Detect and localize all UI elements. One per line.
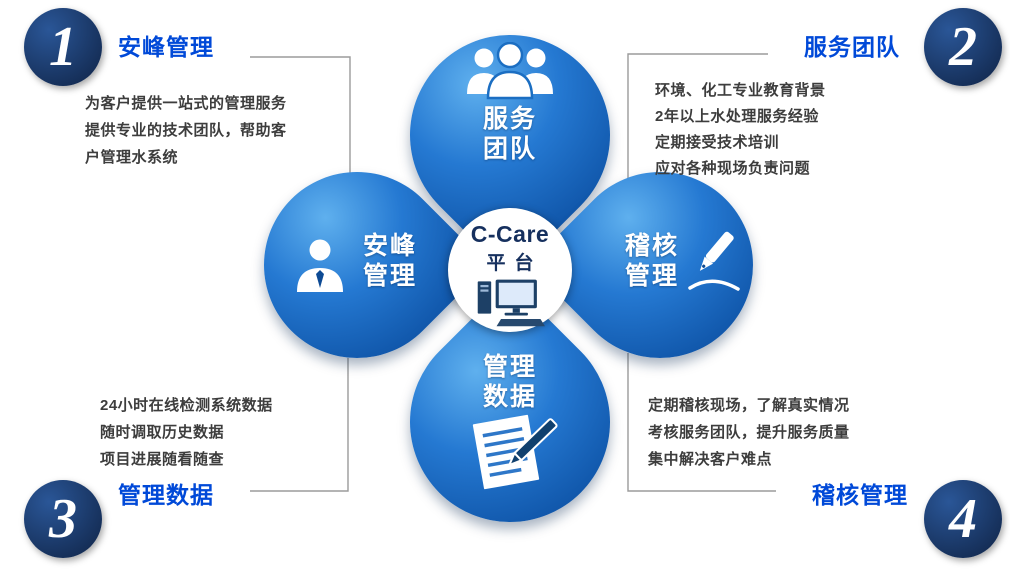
petal-label-anfeng-management: 安峰 管理 bbox=[350, 231, 430, 291]
description-line: 考核服务团队，提升服务质量 bbox=[648, 424, 850, 441]
connector-line-bottom-right bbox=[627, 353, 776, 492]
center-title: C-Care bbox=[470, 221, 550, 247]
description-line: 为客户提供一站式的管理服务 bbox=[85, 95, 287, 112]
corner-heading-audit-management: 稽核管理 bbox=[812, 482, 908, 508]
petal-label-line: 团队 bbox=[482, 135, 537, 163]
corner-number: 2 bbox=[949, 16, 977, 78]
center-hub: C-Care 平台 bbox=[448, 208, 572, 332]
petal-label-line: 管理 bbox=[482, 353, 537, 381]
description-line: 项目进展随看随查 bbox=[100, 451, 225, 468]
document-pen-icon bbox=[472, 414, 558, 490]
corner-number: 3 bbox=[49, 488, 77, 550]
petal-label-line: 数据 bbox=[482, 383, 537, 411]
corner-number-circle-1: 1 bbox=[24, 8, 102, 86]
corner-heading-service-team: 服务团队 bbox=[804, 34, 900, 60]
connector-line-top-right bbox=[627, 53, 768, 178]
petal-label-line: 管理 bbox=[362, 262, 417, 290]
petal-label-management-data: 管理 数据 bbox=[435, 352, 585, 412]
corner-description-service-team: 环境、化工专业教育背景 2年以上水处理服务经验 定期接受技术培训 应对各种现场负… bbox=[655, 78, 955, 182]
description-line: 随时调取历史数据 bbox=[100, 424, 225, 441]
corner-number-circle-2: 2 bbox=[924, 8, 1002, 86]
person-bust-icon bbox=[297, 239, 343, 292]
corner-heading-anfeng-management: 安峰管理 bbox=[118, 34, 214, 60]
team-people-icon bbox=[467, 42, 553, 100]
description-line: 24小时在线检测系统数据 bbox=[100, 397, 273, 414]
petal-label-line: 管理 bbox=[624, 262, 679, 290]
fountain-pen-icon bbox=[688, 231, 740, 291]
corner-description-management-data: 24小时在线检测系统数据 随时调取历史数据 项目进展随看随查 bbox=[100, 392, 400, 473]
corner-description-audit-management: 定期稽核现场，了解真实情况 考核服务团队，提升服务质量 集中解决客户难点 bbox=[648, 392, 958, 473]
connector-line-bottom-left bbox=[250, 358, 349, 492]
petal-label-line: 安峰 bbox=[362, 232, 417, 260]
description-line: 应对各种现场负责问题 bbox=[655, 160, 811, 177]
description-line: 提供专业的技术团队，帮助客 bbox=[85, 122, 287, 139]
computer-icon bbox=[477, 279, 545, 327]
petal-label-audit-management: 稽核 管理 bbox=[612, 231, 692, 291]
corner-number: 4 bbox=[949, 488, 977, 550]
center-subtitle: 平台 bbox=[486, 253, 543, 274]
connector-line-top-left bbox=[250, 56, 351, 176]
corner-number: 1 bbox=[49, 16, 77, 78]
petal-label-service-team: 服务 团队 bbox=[435, 104, 585, 164]
description-line: 户管理水系统 bbox=[85, 149, 179, 166]
description-line: 定期接受技术培训 bbox=[655, 134, 780, 151]
description-line: 定期稽核现场，了解真实情况 bbox=[648, 397, 850, 414]
description-line: 2年以上水处理服务经验 bbox=[655, 108, 819, 125]
corner-heading-management-data: 管理数据 bbox=[118, 482, 214, 508]
petal-label-line: 稽核 bbox=[624, 232, 679, 260]
corner-description-anfeng-management: 为客户提供一站式的管理服务 提供专业的技术团队，帮助客 户管理水系统 bbox=[85, 90, 385, 171]
corner-number-circle-4: 4 bbox=[924, 480, 1002, 558]
corner-number-circle-3: 3 bbox=[24, 480, 102, 558]
petal-label-line: 服务 bbox=[482, 105, 537, 133]
description-line: 集中解决客户难点 bbox=[648, 451, 773, 468]
description-line: 环境、化工专业教育背景 bbox=[655, 82, 826, 99]
